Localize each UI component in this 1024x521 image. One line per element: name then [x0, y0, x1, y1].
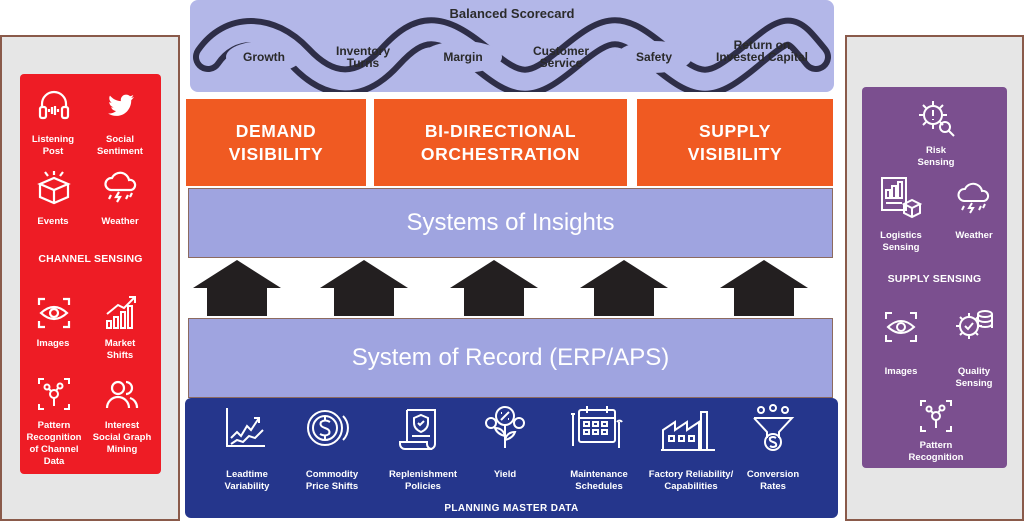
- line-chart-icon: [226, 408, 265, 447]
- planning-item-label: Replenishment Policies: [388, 469, 458, 492]
- orchestration-label: BI-DIRECTIONAL ORCHESTRATION: [420, 120, 581, 164]
- channel-item-label: Interest Social Graph Mining: [92, 420, 152, 455]
- system-of-record-band: System of Record (ERP/APS): [188, 318, 833, 398]
- gift-box-icon: [37, 171, 71, 205]
- pattern-network-icon: [920, 400, 952, 432]
- channel-item-label: Events: [37, 216, 69, 227]
- eye-scan-icon: [37, 297, 71, 329]
- up-arrow-icon: [720, 260, 808, 316]
- policy-scroll-icon: [399, 409, 436, 450]
- planning-item-label: Conversion Rates: [746, 469, 800, 492]
- supply-item-label: Pattern Recognition: [908, 440, 964, 463]
- orchestration-box: BI-DIRECTIONAL ORCHESTRATION: [374, 99, 627, 186]
- scorecard-title: Balanced Scorecard: [449, 6, 575, 21]
- channel-item-label: Images: [36, 338, 70, 349]
- planning-item-label: Maintenance Schedules: [570, 469, 628, 492]
- planning-item-label: Yield: [493, 469, 517, 480]
- supply-item-label: Risk Sensing: [917, 145, 955, 168]
- channel-item-label: Market Shifts: [104, 338, 136, 361]
- demand-visibility-box: DEMAND VISIBILITY: [186, 99, 366, 186]
- up-arrows: [193, 260, 808, 316]
- planning-master-data-title: PLANNING MASTER DATA: [444, 503, 579, 514]
- eye-scan-icon: [885, 312, 917, 342]
- storm-cloud-icon: [104, 171, 137, 203]
- scorecard-item-customer-service: Customer Service: [532, 44, 589, 70]
- supply-sensing-title: SUPPLY SENSING: [887, 273, 982, 285]
- twitter-bird-icon: [108, 94, 134, 116]
- systems-of-insights-label: Systems of Insights: [406, 209, 615, 236]
- supply-item-label: Logistics Sensing: [880, 230, 922, 253]
- pattern-network-icon: [38, 378, 70, 410]
- scorecard-item-inventory-turns: Inventory Turns: [335, 44, 390, 70]
- supply-visibility-box: SUPPLY VISIBILITY: [637, 99, 833, 186]
- growth-plant-icon: [485, 406, 525, 448]
- system-of-record-label: System of Record (ERP/APS): [351, 344, 670, 371]
- channel-item-label: Listening Post: [31, 134, 75, 157]
- channel-item-label: Weather: [101, 216, 139, 227]
- up-arrow-icon: [320, 260, 408, 316]
- dollar-coin-icon: [307, 410, 349, 446]
- scorecard-item-margin: Margin: [443, 50, 483, 64]
- scorecard-item-safety: Safety: [635, 50, 673, 64]
- channel-sensing-title: CHANNEL SENSING: [38, 253, 143, 265]
- balanced-scorecard: Balanced Scorecard Growth Inventory Turn…: [190, 0, 834, 92]
- up-arrow-icon: [193, 260, 281, 316]
- systems-of-insights-band: Systems of Insights: [188, 188, 833, 258]
- logistics-document-icon: [881, 177, 922, 219]
- bar-growth-icon: [106, 296, 136, 329]
- quality-badge-icon: [956, 310, 993, 339]
- up-arrow-icon: [450, 260, 538, 316]
- up-arrow-icon: [580, 260, 668, 316]
- supply-item-label: Quality Sensing: [955, 366, 993, 389]
- supply-visibility-label: SUPPLY VISIBILITY: [687, 120, 783, 164]
- channel-item-label: Social Sentiment: [97, 134, 143, 157]
- channel-item-label: Pattern Recognition of Channel Data: [26, 420, 82, 467]
- planning-item-label: Leadtime Variability: [224, 469, 270, 492]
- planning-item-label: Commodity Price Shifts: [305, 469, 359, 492]
- supply-sensing-card: [862, 87, 1007, 468]
- supply-item-label: Weather: [955, 230, 993, 241]
- risk-gear-icon: [919, 101, 955, 137]
- headphones-icon: [38, 90, 70, 120]
- people-icon: [105, 380, 139, 409]
- scorecard-item-roic: Return on Invested Capital: [715, 38, 809, 64]
- factory-icon: [661, 411, 715, 451]
- scorecard-item-growth: Growth: [243, 50, 285, 64]
- storm-cloud-icon: [957, 182, 990, 214]
- demand-visibility-label: DEMAND VISIBILITY: [228, 120, 324, 164]
- calendar-tools-icon: [571, 406, 623, 448]
- conversion-funnel-icon: [753, 404, 795, 451]
- supply-item-label: Images: [884, 366, 918, 377]
- planning-master-data: Leadtime Variability Commodity Price Shi…: [185, 398, 838, 518]
- scorecard-wave: [193, 17, 831, 92]
- planning-item-label: Factory Reliability/ Capabilities: [648, 469, 734, 492]
